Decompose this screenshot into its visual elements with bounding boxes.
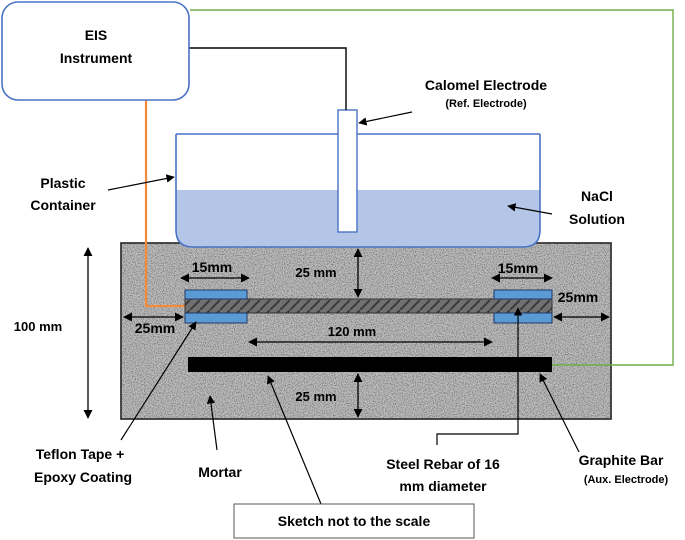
graphite-title: Graphite Bar bbox=[579, 452, 664, 468]
graphite-bar bbox=[188, 357, 552, 372]
teflon-label: Teflon Tape + Epoxy Coating bbox=[34, 446, 132, 485]
reference-wire bbox=[188, 47, 347, 110]
instrument-line2: Instrument bbox=[60, 50, 133, 66]
calomel-electrode bbox=[337, 109, 358, 233]
graphite-subtitle: (Aux. Electrode) bbox=[584, 474, 669, 486]
bottom-cover-label: 25 mm bbox=[295, 389, 336, 404]
calomel-title: Calomel Electrode bbox=[425, 77, 547, 93]
exposed-length-label: 120 mm bbox=[328, 324, 376, 339]
rebar-line2: mm diameter bbox=[399, 478, 487, 494]
teflon-line2: Epoxy Coating bbox=[34, 469, 132, 485]
eis-instrument-box: EIS Instrument bbox=[1, 1, 190, 101]
left-end-cover-label: 25mm bbox=[135, 320, 175, 336]
scale-note-text: Sketch not to the scale bbox=[278, 513, 431, 529]
top-cover-label: 25 mm bbox=[295, 265, 336, 280]
calomel-subtitle: (Ref. Electrode) bbox=[445, 98, 527, 110]
height-dimension-label: 100 mm bbox=[14, 319, 62, 334]
container-line2: Container bbox=[30, 197, 96, 213]
container-label: Plastic Container bbox=[30, 175, 96, 213]
instrument-line1: EIS bbox=[85, 27, 108, 43]
plastic-container bbox=[175, 133, 541, 248]
rebar-label: Steel Rebar of 16 mm diameter bbox=[386, 456, 500, 494]
auxiliary-wire bbox=[190, 9, 674, 366]
teflon-tape-right bbox=[493, 289, 553, 324]
teflon-line1: Teflon Tape + bbox=[36, 446, 125, 462]
right-end-cover-label: 25mm bbox=[558, 289, 598, 305]
dimension-arrows bbox=[83, 247, 610, 419]
graphite-label: Graphite Bar (Aux. Electrode) bbox=[579, 452, 669, 486]
solution-line1: NaCl bbox=[581, 188, 613, 204]
mortar-block bbox=[120, 242, 612, 420]
leader-lines bbox=[107, 111, 580, 505]
mortar-label: Mortar bbox=[198, 464, 242, 480]
left-tape-length-label: 15mm bbox=[192, 259, 232, 275]
solution-label: NaCl Solution bbox=[569, 188, 625, 227]
right-tape-length-label: 15mm bbox=[498, 260, 538, 276]
teflon-tape-left bbox=[184, 289, 248, 324]
scale-note: Sketch not to the scale bbox=[233, 503, 475, 539]
container-line1: Plastic bbox=[40, 175, 85, 191]
rebar-line1: Steel Rebar of 16 bbox=[386, 456, 500, 472]
calomel-label: Calomel Electrode (Ref. Electrode) bbox=[425, 77, 547, 110]
steel-rebar bbox=[184, 298, 553, 314]
solution-line2: Solution bbox=[569, 211, 625, 227]
